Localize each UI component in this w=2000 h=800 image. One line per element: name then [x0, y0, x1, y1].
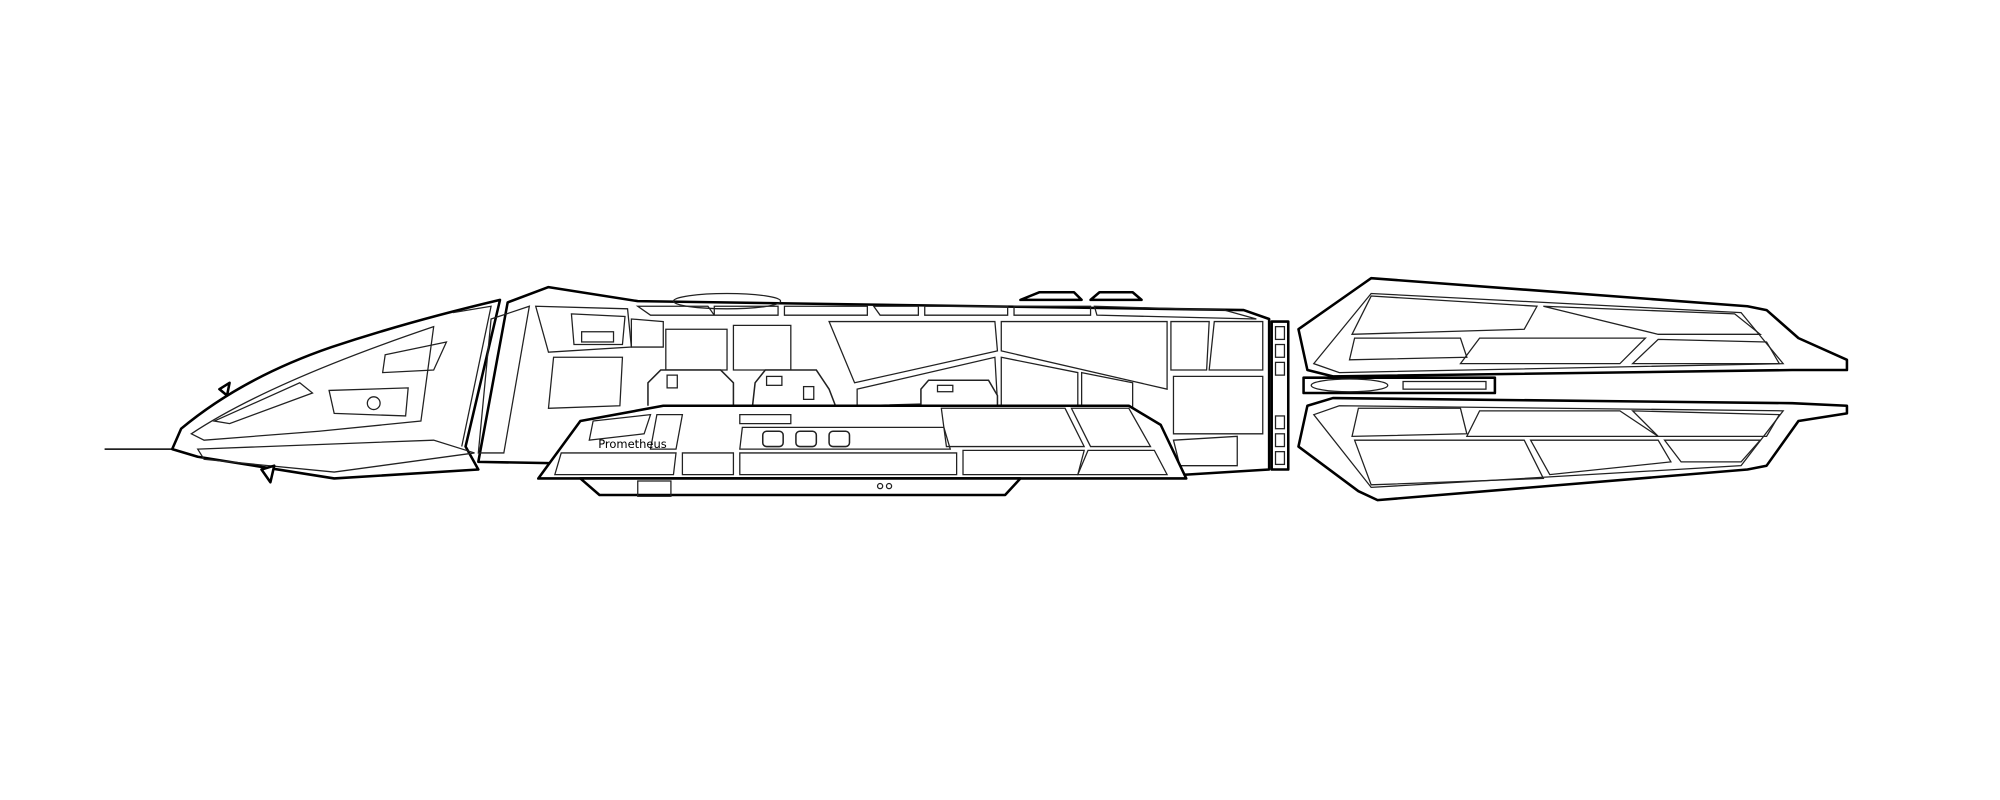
- lower-hull-pod: Prometheus: [536, 404, 1188, 497]
- upper-nacelle: [1297, 276, 1849, 378]
- lower-nacelle: [1297, 396, 1849, 502]
- forward-section: [170, 298, 502, 484]
- nacelle-spine: [1302, 376, 1497, 395]
- hull-name-label: Prometheus: [598, 437, 667, 451]
- neck-connector: [1270, 320, 1290, 471]
